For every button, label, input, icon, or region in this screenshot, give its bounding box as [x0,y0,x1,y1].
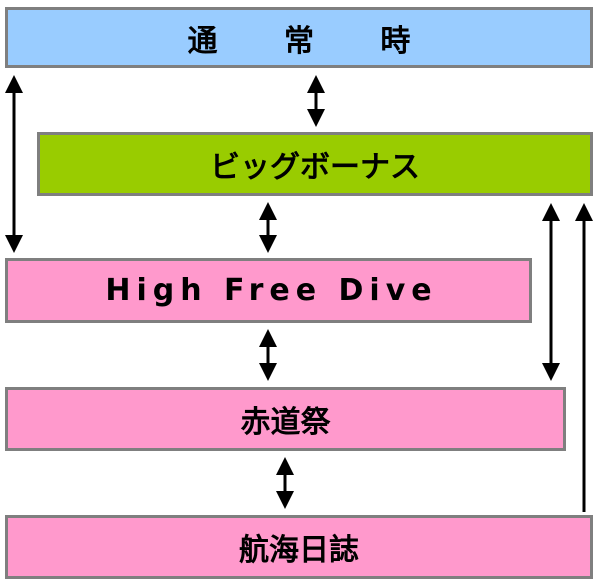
node-normal-label: 通 常 時 [187,23,439,59]
node-akamichi-sai: 赤道祭 [5,387,566,451]
node-normal: 通 常 時 [5,7,593,68]
node-big-bonus: ビッグボーナス [37,132,593,196]
node-akamichi-sai-label: 赤道祭 [240,405,331,440]
node-high-free-dive: High Free Dive [5,258,532,323]
node-high-free-dive-label: High Free Dive [105,273,438,308]
node-big-bonus-label: ビッグボーナス [210,150,420,185]
node-koukai-nisshi: 航海日誌 [5,515,593,579]
node-koukai-nisshi-label: 航海日誌 [239,533,359,568]
